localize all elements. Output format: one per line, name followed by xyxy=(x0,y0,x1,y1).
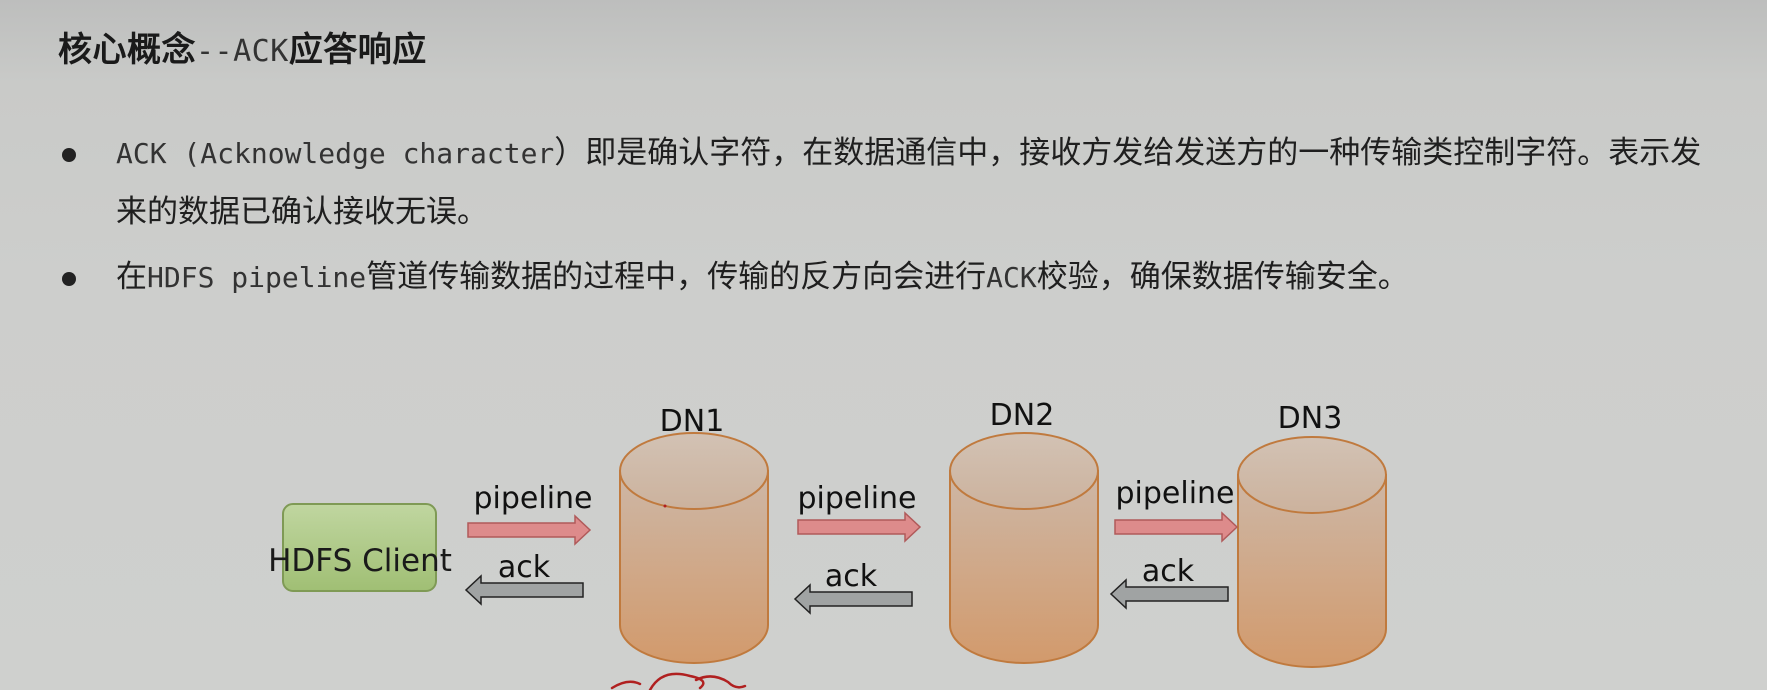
title-part1: 核心概念 xyxy=(58,30,196,70)
handwritten-scribble xyxy=(610,672,747,690)
hdfs-client-box: HDFS Client xyxy=(268,503,452,592)
ack-arrow-dn1-client: ack xyxy=(464,550,584,606)
hdfs-pipeline-term: HDFS pipeline xyxy=(147,261,367,294)
pipeline-label: pipeline xyxy=(1115,476,1234,511)
title-part2: --ACK xyxy=(196,34,289,69)
bullet2-seg5: 校验，确保数据传输安全。 xyxy=(1036,259,1409,295)
node-label-dn1: DN1 xyxy=(660,404,725,439)
ack-arrow-dn3-dn2: ack xyxy=(1109,554,1229,610)
client-label: HDFS Client xyxy=(268,543,452,579)
ack-label: ack xyxy=(498,550,551,585)
page-title: 核心概念--ACK应答响应 xyxy=(58,22,427,71)
ack-definition-cont: 来的数据已确认接收无误。 xyxy=(116,194,488,230)
bullet-dot-icon xyxy=(62,148,76,162)
bullet-dot-icon xyxy=(62,272,76,286)
title-part3: 应答响应 xyxy=(288,30,427,70)
pipeline-label: pipeline xyxy=(797,481,916,516)
ack-label: ack xyxy=(825,559,878,594)
ack-term-inline: ACK xyxy=(986,261,1037,294)
bullet2-seg1: 在 xyxy=(116,259,147,295)
bullet-text-1: ACK (Acknowledge character）即是确认字符，在数据通信中… xyxy=(116,124,1716,241)
pipeline-label: pipeline xyxy=(473,481,592,516)
datanode-1-cylinder: DN1 xyxy=(619,404,769,664)
pipeline-arrow-client-dn1: pipeline xyxy=(467,481,593,546)
ack-term: ACK (Acknowledge character xyxy=(116,137,555,170)
pipeline-arrow-dn2-dn3: pipeline xyxy=(1114,476,1239,543)
bullet2-seg3: 管道传输数据的过程中，传输的反方向会进行 xyxy=(366,259,987,295)
red-dot-mark xyxy=(663,504,667,508)
ack-arrow-dn2-dn1: ack xyxy=(793,559,913,615)
datanode-3-cylinder: DN3 xyxy=(1237,401,1387,668)
node-label-dn2: DN2 xyxy=(990,398,1055,433)
ack-label: ack xyxy=(1142,554,1195,589)
node-label-dn3: DN3 xyxy=(1278,401,1343,436)
datanode-2-cylinder: DN2 xyxy=(949,398,1099,664)
ack-definition: ）即是确认字符，在数据通信中，接收方发给发送方的一种传输类控制字符。表示发 xyxy=(554,135,1702,171)
pipeline-arrow-dn1-dn2: pipeline xyxy=(797,481,922,543)
bullet-text-2: 在HDFS pipeline管道传输数据的过程中，传输的反方向会进行ACK校验，… xyxy=(116,248,1716,307)
